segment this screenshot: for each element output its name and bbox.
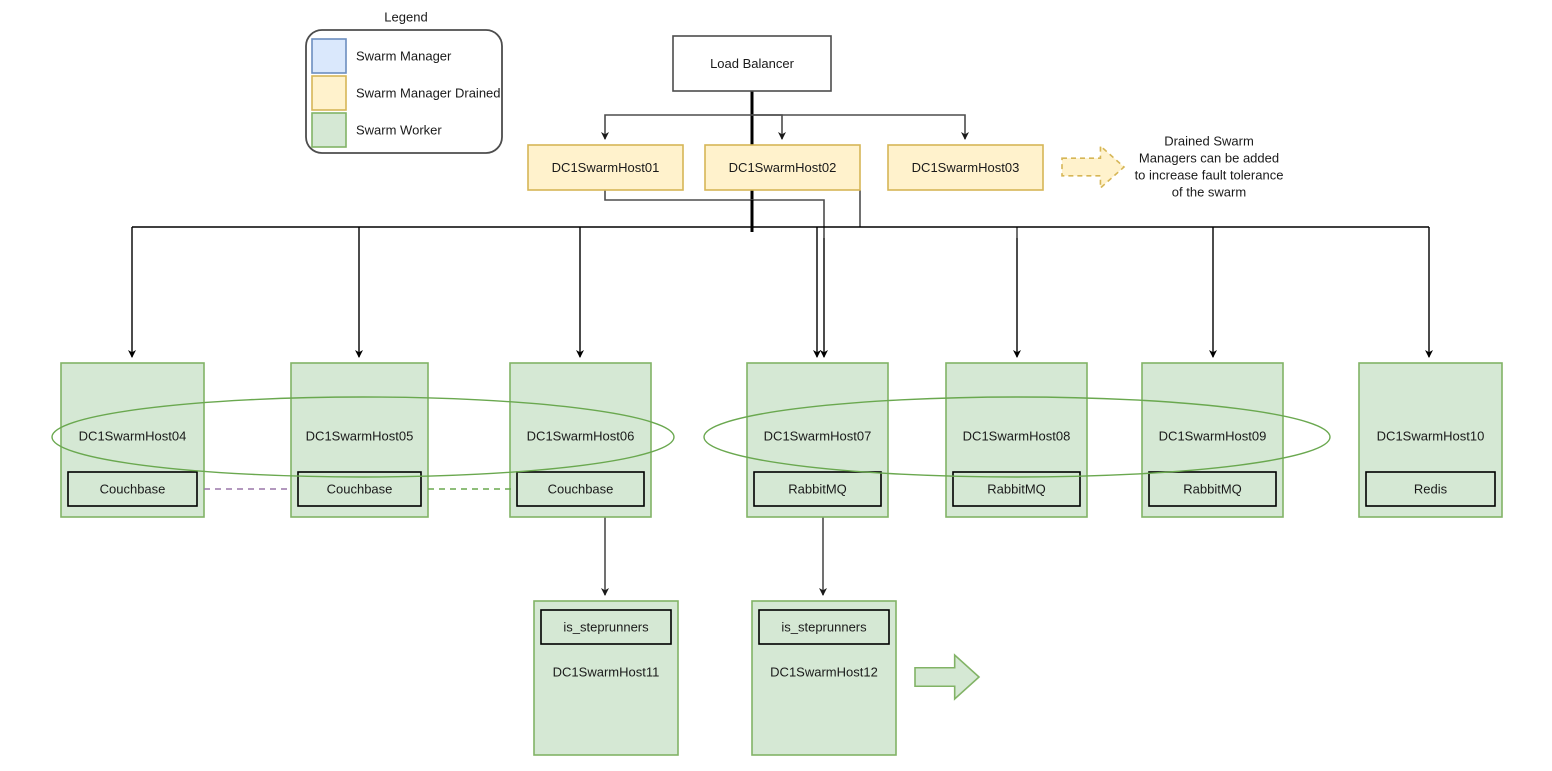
manager-box-host03[interactable] (887, 144, 1044, 191)
worker-label-host09: DC1SwarmHost09 (1159, 428, 1267, 443)
service-label-host04: Couchbase (100, 481, 166, 496)
load-balancer-label: Load Balancer (710, 56, 795, 71)
edges-bus-to-workers (128, 226, 1433, 358)
note-line-2: to increase fault tolerance (1135, 167, 1284, 182)
node-host12[interactable]: DC1SwarmHost12 is_steprunners (751, 600, 897, 756)
service-box-host09[interactable] (1148, 471, 1277, 507)
service-label-host12: is_steprunners (781, 619, 867, 634)
worker-box-host10[interactable] (1358, 362, 1503, 518)
edges-manager-rails (604, 190, 1018, 238)
legend-label-2: Swarm Worker (356, 122, 442, 137)
legend-box (305, 29, 503, 154)
worker-box-host06[interactable] (509, 362, 652, 518)
green-block-arrow-icon (914, 653, 981, 701)
rail-host01 (604, 190, 825, 238)
edges-to-steprunners (601, 517, 827, 596)
load-balancer-box[interactable] (672, 35, 832, 92)
service-label-host10: Redis (1414, 481, 1448, 496)
worker-box-host11[interactable] (533, 600, 679, 756)
worker-box-host04[interactable] (60, 362, 205, 518)
block-arrows (914, 144, 1126, 701)
worker-label-host07: DC1SwarmHost07 (764, 428, 872, 443)
service-box-host05[interactable] (297, 471, 422, 507)
manager-label-host02: DC1SwarmHost02 (729, 160, 837, 175)
yellow-block-arrow-icon (1061, 144, 1126, 190)
legend-title: Legend (384, 9, 427, 24)
manager-box-host02[interactable] (704, 144, 861, 191)
legend-label-1: Swarm Manager Drained (356, 85, 501, 100)
cluster-ellipse-rabbitmq-cluster (703, 396, 1331, 478)
service-label-host07: RabbitMQ (788, 481, 847, 496)
worker-box-host07[interactable] (746, 362, 889, 518)
note-line-3: of the swarm (1172, 184, 1246, 199)
worker-box-host05[interactable] (290, 362, 429, 518)
service-label-host06: Couchbase (548, 481, 614, 496)
note-line-1: Managers can be added (1139, 150, 1279, 165)
worker-label-host06: DC1SwarmHost06 (527, 428, 635, 443)
legend-swatch-worker (311, 112, 347, 148)
node-host11[interactable]: DC1SwarmHost11 is_steprunners (533, 600, 679, 756)
note-line-0: Drained Swarm (1164, 133, 1254, 148)
service-label-host09: RabbitMQ (1183, 481, 1242, 496)
service-box-host11[interactable] (540, 609, 672, 645)
service-box-host08[interactable] (952, 471, 1081, 507)
worker-label-host04: DC1SwarmHost04 (79, 428, 187, 443)
worker-label-host05: DC1SwarmHost05 (306, 428, 414, 443)
service-box-host07[interactable] (753, 471, 882, 507)
manager-label-host01: DC1SwarmHost01 (552, 160, 660, 175)
edge-lb-to-host03 (752, 114, 969, 140)
worker-box-host09[interactable] (1141, 362, 1284, 518)
worker-label-host10: DC1SwarmHost10 (1377, 428, 1485, 443)
node-load-balancer[interactable]: Load Balancer (672, 35, 832, 92)
service-label-host11: is_steprunners (563, 619, 649, 634)
node-host03[interactable]: DC1SwarmHost03 (887, 144, 1044, 191)
node-host02[interactable]: DC1SwarmHost02 (704, 144, 861, 191)
service-box-host10[interactable] (1365, 471, 1496, 507)
worker-box-host12[interactable] (751, 600, 897, 756)
worker-label-host11: DC1SwarmHost11 (553, 664, 660, 679)
worker-label-host12: DC1SwarmHost12 (770, 664, 878, 679)
edge-lb-to-host01 (601, 114, 752, 140)
legend-swatch-manager_drained (311, 75, 347, 111)
service-box-host12[interactable] (758, 609, 890, 645)
worker-label-host08: DC1SwarmHost08 (963, 428, 1071, 443)
cluster-ellipses-layer (51, 396, 1331, 478)
node-host01[interactable]: DC1SwarmHost01 (527, 144, 684, 191)
legend-swatch-manager (311, 38, 347, 74)
legend-label-0: Swarm Manager (356, 48, 452, 63)
manager-box-host01[interactable] (527, 144, 684, 191)
service-box-host06[interactable] (516, 471, 645, 507)
edge-lb-to-host02 (752, 114, 786, 140)
manager-label-host03: DC1SwarmHost03 (912, 160, 1020, 175)
cluster-ellipse-couchbase-cluster (51, 396, 675, 478)
service-box-host04[interactable] (67, 471, 198, 507)
service-label-host05: Couchbase (327, 481, 393, 496)
service-label-host08: RabbitMQ (987, 481, 1046, 496)
worker-box-host08[interactable] (945, 362, 1088, 518)
